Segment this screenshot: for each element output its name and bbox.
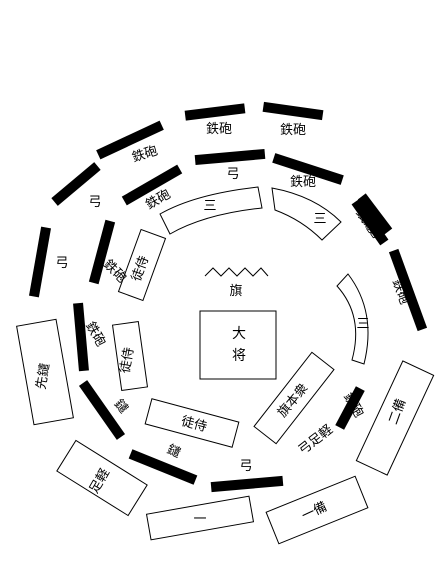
label-teppo-outer-1: 鉄砲 xyxy=(130,144,159,166)
outer-box-ichi xyxy=(145,495,255,541)
label-kachisamurai-lower: 徒侍 xyxy=(118,346,137,374)
label-san-top: 三 xyxy=(203,199,216,214)
inner-bar-bottom-right xyxy=(335,386,365,430)
outer-bar-top-right xyxy=(262,101,324,121)
label-yari-inner-2: 鑓 xyxy=(164,442,182,461)
label-teppo-inner-2: 鉄砲 xyxy=(290,175,316,190)
outer-box-ni-no-sonae xyxy=(355,360,435,476)
banner-zigzag xyxy=(204,267,269,277)
inner-box-san-right-lower xyxy=(336,273,369,365)
inner-bar-left-lower xyxy=(78,380,126,440)
inner-bar-top-right xyxy=(272,153,344,185)
general-char-sho: 将 xyxy=(232,348,246,364)
label-ichi-outer: 一 xyxy=(193,512,206,527)
outer-bar-left xyxy=(28,226,52,298)
inner-bar-bottom xyxy=(210,475,284,493)
inner-box-kachisamurai-lower xyxy=(111,320,149,392)
inner-box-san-top xyxy=(159,186,263,235)
label-yumi-inner-2: 弓 xyxy=(239,459,252,474)
outer-ring-bars xyxy=(28,101,428,332)
general-char-dai: 大 xyxy=(232,326,246,342)
outer-ring-boxes xyxy=(16,318,435,545)
inner-bar-upper-left xyxy=(88,219,116,285)
label-yumi-outer-1: 弓 xyxy=(88,195,101,210)
label-teppo-outer-2: 鉄砲 xyxy=(206,122,232,137)
outer-box-ashigaru xyxy=(56,439,148,517)
inner-box-kachisamurai-upper xyxy=(117,228,167,302)
label-sakiyari: 先鑓 xyxy=(34,362,53,390)
outer-box-ichi-no-sonae xyxy=(265,475,369,545)
inner-bar-top-left xyxy=(121,164,183,206)
inner-bar-bottom-left xyxy=(128,449,198,485)
inner-box-hatamoto xyxy=(253,351,335,445)
label-yari-inner-1: 鑓 xyxy=(111,397,131,417)
general-box xyxy=(199,310,277,380)
label-teppo-outer-3: 鉄砲 xyxy=(280,123,306,138)
inner-box-san-right xyxy=(271,187,342,241)
inner-box-kachisamurai-bottom xyxy=(144,398,240,448)
label-san-right: 三 xyxy=(313,212,326,227)
inner-ring-bars xyxy=(73,148,389,493)
label-yumi-inner-1: 弓 xyxy=(226,167,239,182)
outer-bar-top xyxy=(184,103,246,121)
label-kachisamurai-bottom: 徒侍 xyxy=(179,414,208,435)
labels: 大 将 旗 鉄砲 鉄砲 鉄砲 鉄砲 鉄砲 弓 弓 先鑓 足軽 一 一備 二備 鉄… xyxy=(34,122,412,527)
outer-box-sakiyari xyxy=(16,318,74,426)
outer-bar-right xyxy=(388,248,428,332)
inner-ring-boxes xyxy=(111,186,369,448)
inner-bar-top xyxy=(194,148,266,166)
label-yumi-ashigaru: 弓足軽 xyxy=(296,422,336,458)
outer-bar-top-left xyxy=(96,120,164,160)
label-san-right-lower: 三 xyxy=(356,317,369,332)
outer-bar-right-upper xyxy=(357,193,393,235)
inner-bar-right-upper xyxy=(351,198,389,246)
outer-bar-upper-left xyxy=(51,162,101,206)
label-yumi-outer-2: 弓 xyxy=(55,256,68,271)
flag-label: 旗 xyxy=(229,283,242,299)
inner-bar-left xyxy=(73,302,89,372)
